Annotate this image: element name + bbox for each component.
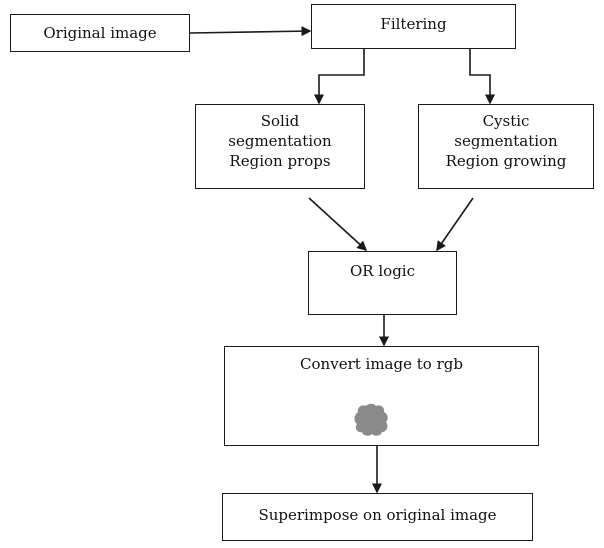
node-filtering-label: Filtering [380, 15, 447, 33]
node-cystic-line-3: Region growing [445, 152, 567, 170]
node-convert-label: Convert image to rgb [300, 355, 463, 373]
arrow-filtering-to-solid [314, 49, 365, 105]
arrow-solid-to-or [308, 197, 368, 252]
arrow-filtering-to-cystic [469, 49, 495, 105]
node-original-image: Original image [10, 14, 190, 52]
segmented-region-image [354, 403, 388, 436]
node-solid-line-2: segmentation [228, 132, 332, 150]
node-solid-line-1: Solid [260, 112, 300, 130]
node-cystic-segmentation: Cystic segmentation Region growing [418, 104, 594, 189]
node-solid-line-3: Region props [229, 152, 331, 170]
node-superimpose-label: Superimpose on original image [258, 506, 497, 524]
segmented-region-shape [354, 403, 388, 436]
node-original-image-label: Original image [43, 24, 157, 42]
node-solid-label: Solid segmentation Region props [196, 111, 364, 171]
node-cystic-label: Cystic segmentation Region growing [419, 111, 593, 171]
node-or-logic-label: OR logic [350, 262, 415, 280]
node-solid-segmentation: Solid segmentation Region props [195, 104, 365, 189]
node-cystic-line-2: segmentation [454, 132, 558, 150]
arrow-original-to-filtering [189, 26, 312, 37]
node-or-logic: OR logic [308, 251, 457, 315]
node-filtering: Filtering [311, 4, 516, 49]
arrow-cystic-to-or [436, 197, 474, 252]
node-superimpose: Superimpose on original image [222, 493, 533, 541]
node-cystic-line-1: Cystic [482, 112, 530, 130]
